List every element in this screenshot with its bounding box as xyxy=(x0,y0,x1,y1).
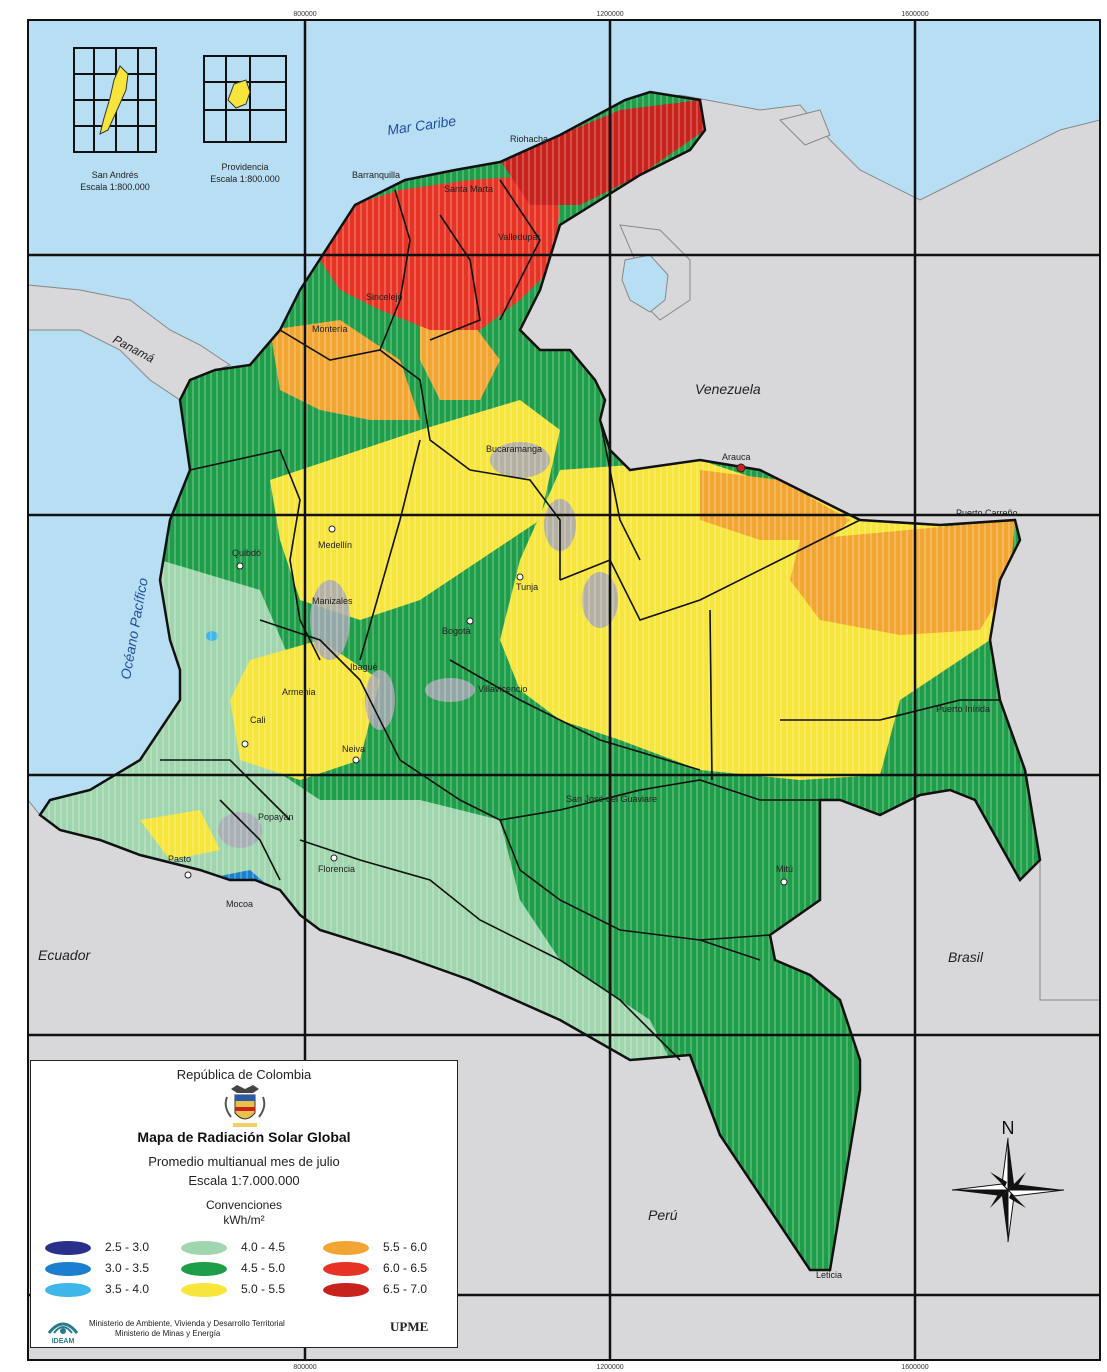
legend-item: 5.5 - 6.0 xyxy=(323,1239,458,1257)
legend-swatch xyxy=(45,1262,91,1276)
city-san-jose-guaviare: San José del Guaviare xyxy=(566,794,657,804)
legend-range: 3.5 - 4.0 xyxy=(105,1282,150,1296)
inset-san-andres: San Andrés Escala 1:800.000 xyxy=(60,38,170,198)
inset-providencia-scale: Escala 1:800.000 xyxy=(210,174,280,184)
legend-item: 6.5 - 7.0 xyxy=(323,1281,458,1299)
legend-item: 5.0 - 5.5 xyxy=(181,1281,316,1299)
city-armenia: Armenia xyxy=(282,687,316,697)
city-monteria: Montería xyxy=(312,324,348,334)
legend-unit: kWh/m² xyxy=(223,1213,265,1227)
legend-range: 5.0 - 5.5 xyxy=(241,1282,286,1296)
city-riohacha: Riohacha xyxy=(510,134,548,144)
legend-swatch xyxy=(181,1283,227,1297)
legend-range: 3.0 - 3.5 xyxy=(105,1261,150,1275)
legend-range: 2.5 - 3.0 xyxy=(105,1240,150,1254)
legend-classes: 2.5 - 3.0 3.0 - 3.5 3.5 - 4.0 4.0 - 4.5 … xyxy=(45,1239,445,1303)
label-ecuador: Ecuador xyxy=(38,947,91,963)
legend-range: 4.0 - 4.5 xyxy=(241,1240,286,1254)
label-brasil: Brasil xyxy=(948,949,984,965)
city-markers xyxy=(184,463,788,886)
inset-san-andres-name: San Andrés xyxy=(91,170,139,180)
coat-of-arms-icon xyxy=(224,1085,266,1127)
north-label: N xyxy=(1002,1118,1015,1138)
city-puerto-inirida: Puerto Inírida xyxy=(936,704,990,714)
city-ibague: Ibagué xyxy=(350,662,378,672)
city-sincelejo: Sincelejo xyxy=(366,292,403,302)
city-pasto: Pasto xyxy=(168,854,191,864)
ideam-label: IDEAM xyxy=(52,1338,75,1345)
legend-swatch xyxy=(181,1262,227,1276)
ministry-minas: Ministerio de Minas y Energía xyxy=(115,1329,221,1338)
grid-label-bottom-3: 1600000 xyxy=(901,1364,928,1371)
city-medellin: Medellín xyxy=(318,540,352,550)
city-mocoa: Mocoa xyxy=(226,899,253,909)
city-tunja: Tunja xyxy=(516,582,538,592)
grid-labels: 800000 1200000 1600000 800000 1200000 16… xyxy=(293,11,928,1371)
legend-swatch xyxy=(45,1283,91,1297)
city-puerto-carreno: Puerto Carreño xyxy=(956,508,1018,518)
grid-label-bottom-2: 1200000 xyxy=(596,1364,623,1371)
grid-label-top-2: 1200000 xyxy=(596,11,623,18)
legend-item: 3.5 - 4.0 xyxy=(45,1281,180,1299)
city-labels: Riohacha Barranquilla Santa Marta Valled… xyxy=(168,134,1018,1280)
legend-item: 4.5 - 5.0 xyxy=(181,1260,316,1278)
legend-swatch xyxy=(181,1241,227,1255)
city-villavicencio: Villavicencio xyxy=(478,684,527,694)
city-popayan: Popayán xyxy=(258,812,294,822)
legend-swatch xyxy=(323,1241,369,1255)
legend-swatch xyxy=(45,1241,91,1255)
city-barranquilla: Barranquilla xyxy=(352,170,400,180)
department-borders xyxy=(160,179,1000,1061)
city-quibdo: Quibdó xyxy=(232,548,261,558)
legend-range: 5.5 - 6.0 xyxy=(383,1240,428,1254)
inset-providencia: Providencia Escala 1:800.000 xyxy=(190,50,300,200)
ministry-ambiente: Ministerio de Ambiente, Vivienda y Desar… xyxy=(89,1319,285,1328)
map-frame xyxy=(27,19,1101,1361)
legend-range: 6.5 - 7.0 xyxy=(383,1282,428,1296)
legend-swatch xyxy=(323,1283,369,1297)
legend-item: 6.0 - 6.5 xyxy=(323,1260,458,1278)
map-subtitle: Promedio multianual mes de julio xyxy=(148,1154,340,1169)
city-valledupar: Valledupar xyxy=(498,232,540,242)
city-mitu: Mitú xyxy=(776,864,793,874)
inset-san-andres-map xyxy=(73,47,157,153)
label-venezuela: Venezuela xyxy=(695,381,761,397)
legend-heading: Convenciones xyxy=(205,1198,283,1212)
legend-range: 4.5 - 5.0 xyxy=(241,1261,286,1275)
city-cali: Cali xyxy=(250,715,266,725)
coordinate-grid xyxy=(28,20,1100,1360)
inset-providencia-name: Providencia xyxy=(221,162,269,172)
lake-maracaibo xyxy=(621,254,669,313)
city-leticia: Leticia xyxy=(816,1270,842,1280)
map-scale: Escala 1:7.000.000 xyxy=(188,1173,300,1188)
grid-label-top-3: 1600000 xyxy=(901,11,928,18)
grid-label-bottom-1: 800000 xyxy=(293,1364,316,1371)
header-country: República de Colombia xyxy=(176,1067,312,1082)
inset-san-andres-scale: Escala 1:800.000 xyxy=(80,182,150,192)
inset-providencia-map xyxy=(203,55,287,143)
city-manizales: Manizales xyxy=(312,596,353,606)
city-florencia: Florencia xyxy=(318,864,355,874)
upme-logo: UPME xyxy=(390,1319,429,1334)
city-santa-marta: Santa Marta xyxy=(444,184,493,194)
city-bucaramanga: Bucaramanga xyxy=(486,444,542,454)
legend-item: 4.0 - 4.5 xyxy=(181,1239,316,1257)
ideam-logo-icon: IDEAM xyxy=(47,1322,79,1345)
grid-label-top-1: 800000 xyxy=(293,11,316,18)
label-peru: Perú xyxy=(648,1207,678,1223)
legend-footer: IDEAM Ministerio de Ambiente, Vivienda y… xyxy=(45,1313,445,1347)
legend-item: 3.0 - 3.5 xyxy=(45,1260,180,1278)
city-arauca: Arauca xyxy=(722,452,751,462)
city-bogota: Bogotá xyxy=(442,626,471,636)
city-neiva: Neiva xyxy=(342,744,365,754)
legend-item: 2.5 - 3.0 xyxy=(45,1239,180,1257)
map-legend: República de Colombia Mapa de Radiación … xyxy=(30,1060,458,1348)
legend-swatch xyxy=(323,1262,369,1276)
map-title: Mapa de Radiación Solar Global xyxy=(137,1129,351,1145)
legend-range: 6.0 - 6.5 xyxy=(383,1261,428,1275)
north-arrow-icon xyxy=(951,1137,1065,1243)
